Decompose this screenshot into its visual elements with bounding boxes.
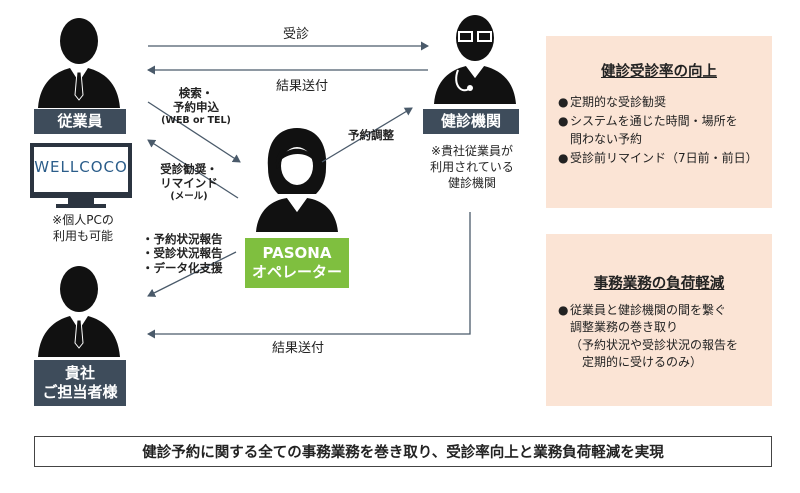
bullet-dot: ● <box>558 151 569 166</box>
remind-label-line1: 受診勧奨・ <box>160 162 218 176</box>
pasona-operator-label: PASONA オペレーター <box>245 238 349 288</box>
clinic-note-line3: 健診機関 <box>447 176 496 191</box>
remind-arrow <box>147 139 239 199</box>
bullet-line: 定期的な受診勧奨 <box>570 95 667 109</box>
adjust-arrow <box>321 107 413 163</box>
bullet-dot: ● <box>558 114 569 129</box>
search-label-line1: 検索・ <box>178 86 214 100</box>
employee-label: 従業員 <box>34 109 126 134</box>
company-person-icon <box>38 266 120 357</box>
remind-label-sub: (メール) <box>170 190 208 202</box>
company-label-line1: 貴社 <box>64 364 95 383</box>
panel-top-bullet: ● システムを通じた時間・場所を 問わない予約 <box>558 113 768 148</box>
clinic-note-line1: ※貴社従業員が <box>430 144 514 158</box>
result-bottom-arrow-label: 結果送付 <box>271 341 324 356</box>
employee-person-icon <box>38 18 120 108</box>
doctor-person-icon <box>434 15 516 104</box>
benefit-panel-bottom: 事務業務の負荷軽減 ● 従業員と健診機関の間を繋ぐ 調整業務の巻き取り （予約状… <box>546 234 772 406</box>
clinic-label-text: 健診機関 <box>440 112 501 131</box>
pasona-label-line1: PASONA <box>262 243 332 262</box>
clinic-label: 健診機関 <box>423 109 519 134</box>
bullet-line: 問わない予約 <box>570 131 643 146</box>
bullet-dot: ● <box>558 95 569 109</box>
computer-monitor-icon <box>30 143 132 208</box>
report-arrow-label: ・予約状況報告 ・受診状況報告 ・データ化支援 <box>142 232 242 275</box>
remind-arrow-label: 受診勧奨・ リマインド (メール) <box>146 162 232 203</box>
pc-note-line2: 利用も可能 <box>52 229 113 244</box>
panel-top-bullets: ● 定期的な受診勧奨 ● システムを通じた時間・場所を 問わない予約 ● 受診前… <box>558 94 768 170</box>
consult-arrow-label: 受診 <box>282 27 309 42</box>
search-arrow-label: 検索・ 予約申込 (WEB or TEL) <box>148 86 244 127</box>
search-arrow <box>147 101 241 163</box>
bullet-line: システムを通じた時間・場所を <box>570 114 738 129</box>
summary-banner: 健診予約に関する全ての事務業務を巻き取り、受診率向上と業務負荷軽減を実現 <box>34 436 772 467</box>
bullet-line: 定期的に受けるのみ） <box>582 355 703 370</box>
search-label-line2: 予約申込 <box>173 100 219 115</box>
benefit-panel-top: 健診受診率の向上 ● 定期的な受診勧奨 ● システムを通じた時間・場所を 問わな… <box>546 36 772 208</box>
pasona-label-line2: オペレーター <box>251 263 342 281</box>
panel-top-bullet: ● 受診前リマインド（7日前・前日） <box>558 150 768 167</box>
operator-person-icon <box>256 128 338 232</box>
adjust-arrow-label: 予約調整 <box>348 128 394 142</box>
remind-label-line2: リマインド <box>160 176 218 191</box>
panel-bottom-bullet: ● 従業員と健診機関の間を繋ぐ 調整業務の巻き取り （予約状況や受診状況の報告を… <box>558 302 768 372</box>
clinic-note: ※貴社従業員が 利用されている 健診機関 <box>414 143 530 192</box>
clinic-note-line2: 利用されている <box>430 160 514 175</box>
bullet-line: 受診前リマインド（7日前・前日） <box>570 151 758 166</box>
panel-bottom-bullets: ● 従業員と健診機関の間を繋ぐ 調整業務の巻き取り （予約状況や受診状況の報告を… <box>558 302 768 374</box>
pc-note-line1: ※個人PCの <box>52 213 114 227</box>
result-top-arrow-label: 結果送付 <box>275 79 328 94</box>
wellcoco-logo: WELLCOCO <box>34 158 128 176</box>
employee-label-text: 従業員 <box>57 112 103 131</box>
bullet-dot: ● <box>558 303 569 317</box>
panel-top-bullet: ● 定期的な受診勧奨 <box>558 94 768 111</box>
company-label-line2: ご担当者様 <box>42 383 118 401</box>
bullet-line: 従業員と健診機関の間を繋ぐ <box>570 303 727 317</box>
report-label-line2: ・受診状況報告 <box>142 246 223 261</box>
panel-top-title: 健診受診率の向上 <box>601 64 717 80</box>
report-label-line1: ・予約状況報告 <box>142 232 223 246</box>
result-bottom-arrow <box>147 212 471 339</box>
search-label-sub: (WEB or TEL) <box>161 114 231 126</box>
bullet-line: （予約状況や受診状況の報告を <box>570 337 739 352</box>
panel-bottom-title: 事務業務の負荷軽減 <box>593 276 725 292</box>
pc-note: ※個人PCの 利用も可能 <box>48 212 118 244</box>
company-label: 貴社 ご担当者様 <box>34 360 126 406</box>
summary-banner-text: 健診予約に関する全ての事務業務を巻き取り、受診率向上と業務負荷軽減を実現 <box>142 445 664 461</box>
report-label-line3: ・データ化支援 <box>142 260 223 275</box>
bullet-line: 調整業務の巻き取り <box>570 320 679 335</box>
report-arrow <box>147 251 237 297</box>
